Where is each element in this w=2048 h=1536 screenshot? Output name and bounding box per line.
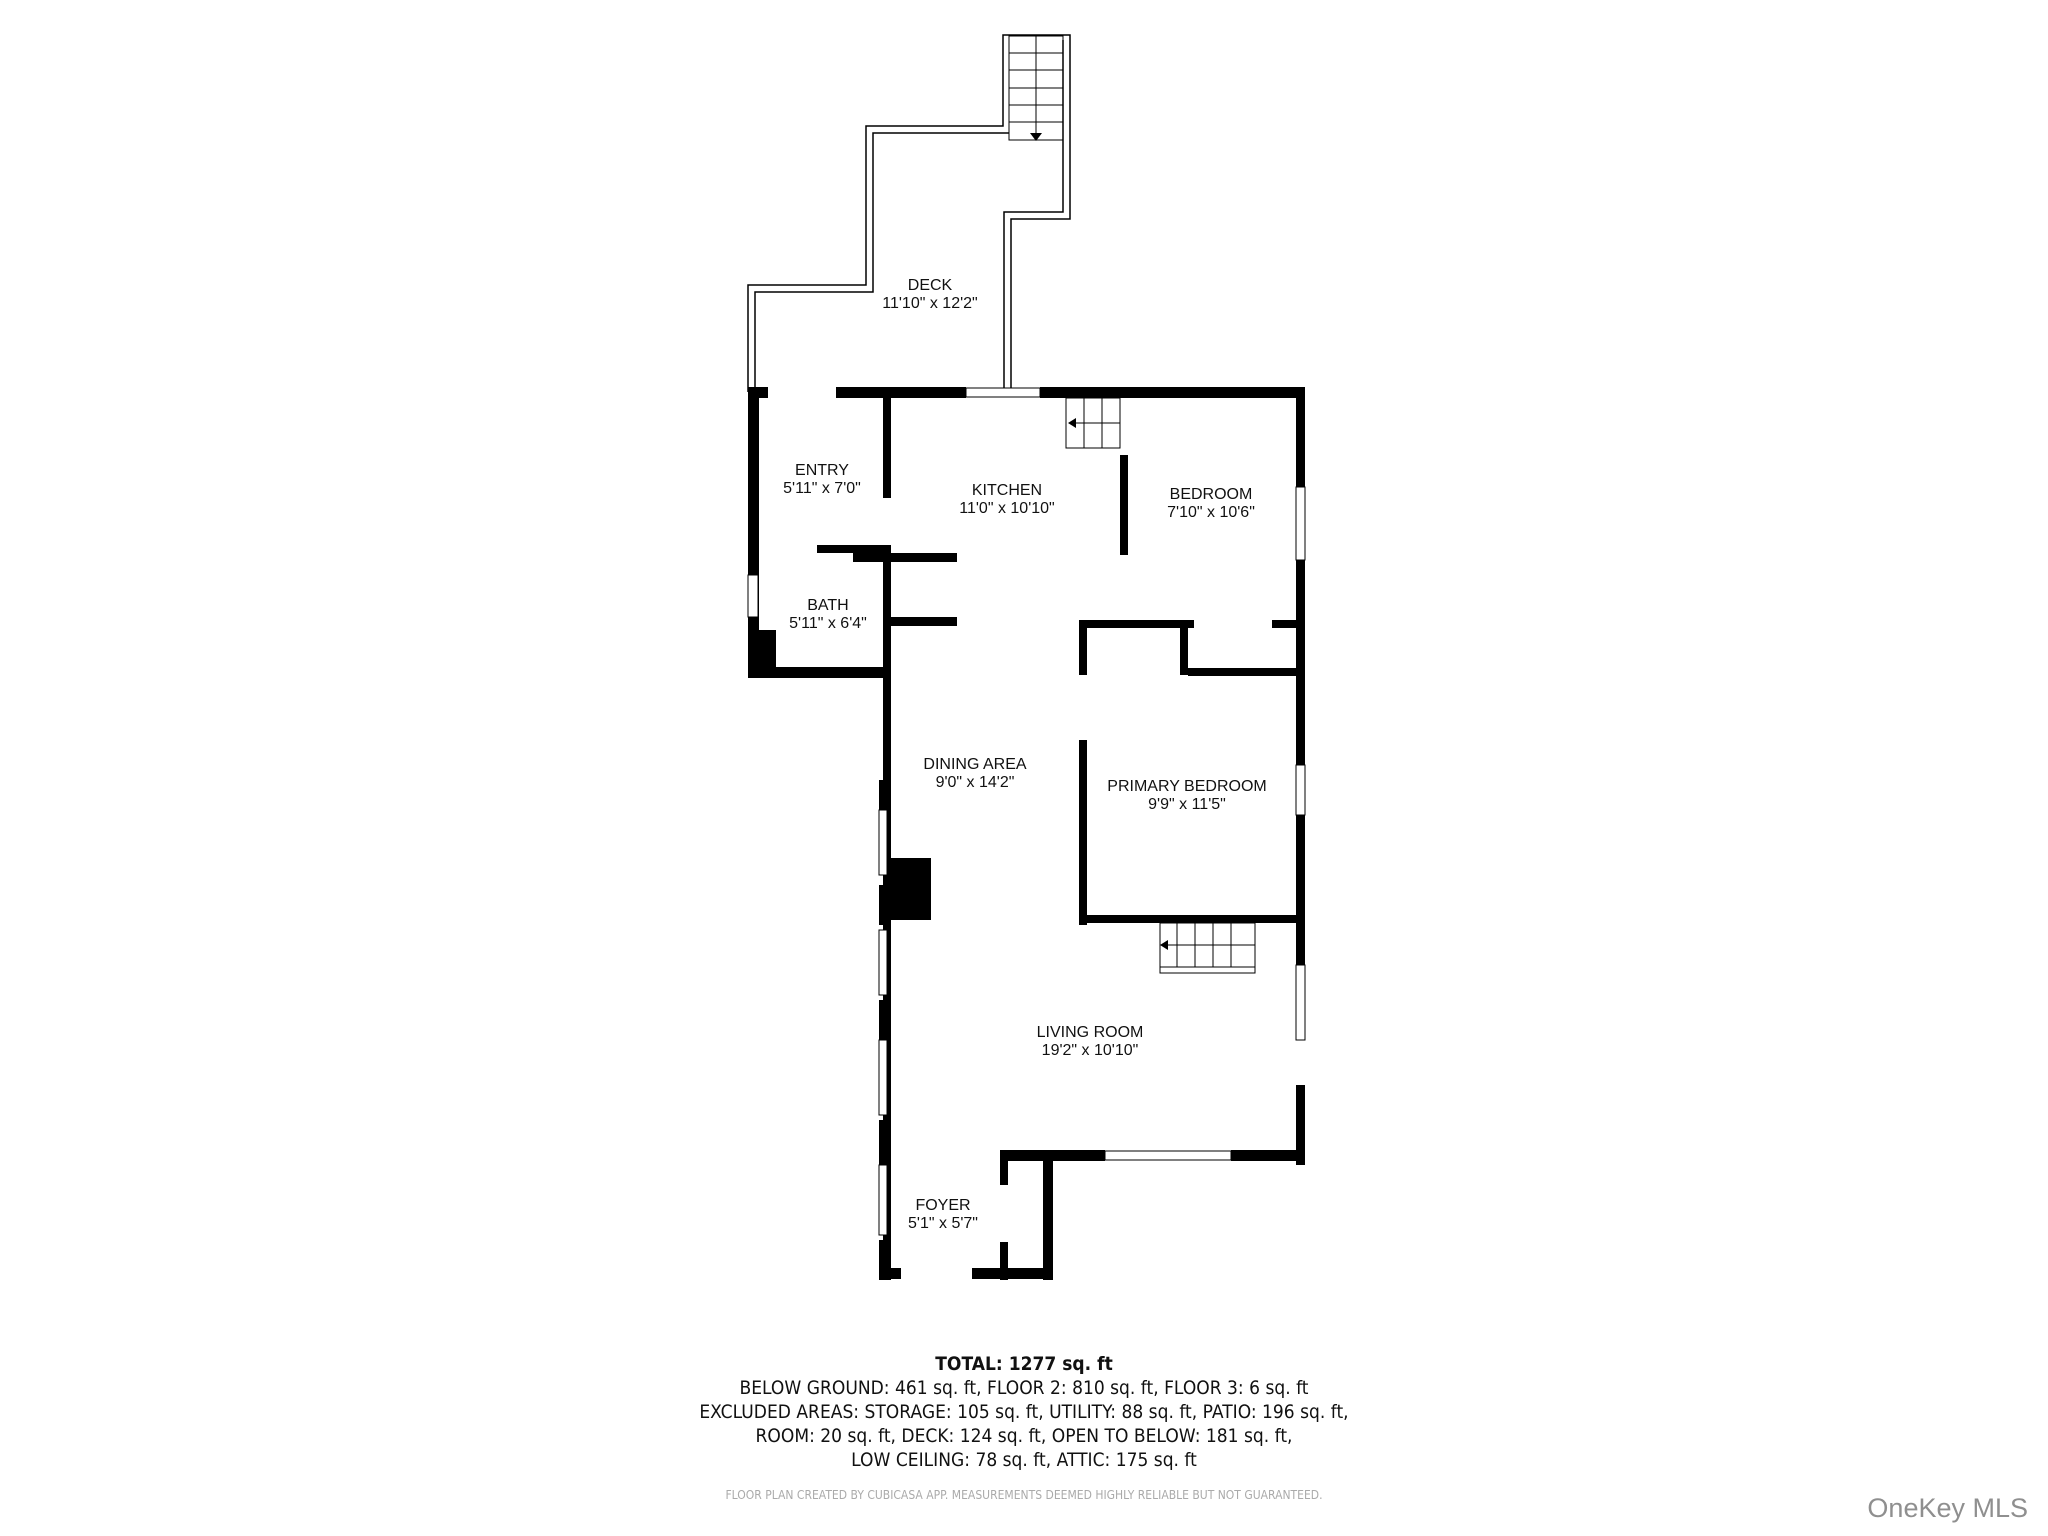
room-name-bedroom: BEDROOM <box>1170 486 1253 503</box>
room-name-bath: BATH <box>807 597 848 614</box>
room-dims-living: 19'2" x 10'10" <box>1042 1042 1139 1059</box>
summary-line-floors: BELOW GROUND: 461 sq. ft, FLOOR 2: 810 s… <box>739 1377 1309 1399</box>
room-name-foyer: FOYER <box>915 1197 970 1214</box>
area-summary: TOTAL: 1277 sq. ft BELOW GROUND: 461 sq.… <box>102 1352 1945 1472</box>
room-dims-bedroom: 7'10" x 10'6" <box>1167 504 1255 521</box>
walls <box>748 387 1305 1280</box>
room-dims-foyer: 5'1" x 5'7" <box>908 1215 978 1232</box>
room-dims-bath: 5'11" x 6'4" <box>789 615 867 632</box>
stairs-arrow-icon <box>1030 133 1042 141</box>
summary-line-excluded-2: ROOM: 20 sq. ft, DECK: 124 sq. ft, OPEN … <box>755 1425 1293 1447</box>
room-dims-entry: 5'11" x 7'0" <box>783 480 861 497</box>
living-stairs <box>1159 922 1256 974</box>
room-name-entry: ENTRY <box>795 462 849 479</box>
total-area: TOTAL: 1277 sq. ft <box>935 1353 1113 1375</box>
room-dims-primary-bedroom: 9'9" x 11'5" <box>1148 796 1226 813</box>
deck-outline <box>747 34 1071 392</box>
summary-line-excluded-3: LOW CEILING: 78 sq. ft, ATTIC: 175 sq. f… <box>851 1449 1197 1471</box>
windows <box>747 387 1306 1236</box>
stairs-arrow-icon <box>1068 418 1076 428</box>
room-name-living: LIVING ROOM <box>1037 1024 1144 1041</box>
room-dims-dining: 9'0" x 14'2" <box>936 774 1015 791</box>
room-dims-deck: 11'10" x 12'2" <box>882 295 977 312</box>
room-name-dining: DINING AREA <box>923 756 1026 773</box>
watermark-logo: OneKey MLS <box>1867 1493 2028 1523</box>
room-name-deck: DECK <box>908 277 953 294</box>
deck-stairs <box>1008 35 1064 141</box>
kitchen-stairs <box>1065 397 1121 449</box>
stairs-arrow-icon <box>1160 940 1168 950</box>
disclaimer: FLOOR PLAN CREATED BY CUBICASA APP. MEAS… <box>725 1488 1323 1502</box>
room-labels: DECK 11'10" x 12'2" ENTRY 5'11" x 7'0" K… <box>783 277 1267 1232</box>
room-name-primary-bedroom: PRIMARY BEDROOM <box>1107 778 1266 795</box>
room-dims-kitchen: 11'0" x 10'10" <box>959 500 1054 517</box>
summary-line-excluded: EXCLUDED AREAS: STORAGE: 105 sq. ft, UTI… <box>699 1401 1349 1423</box>
room-name-kitchen: KITCHEN <box>972 482 1042 499</box>
